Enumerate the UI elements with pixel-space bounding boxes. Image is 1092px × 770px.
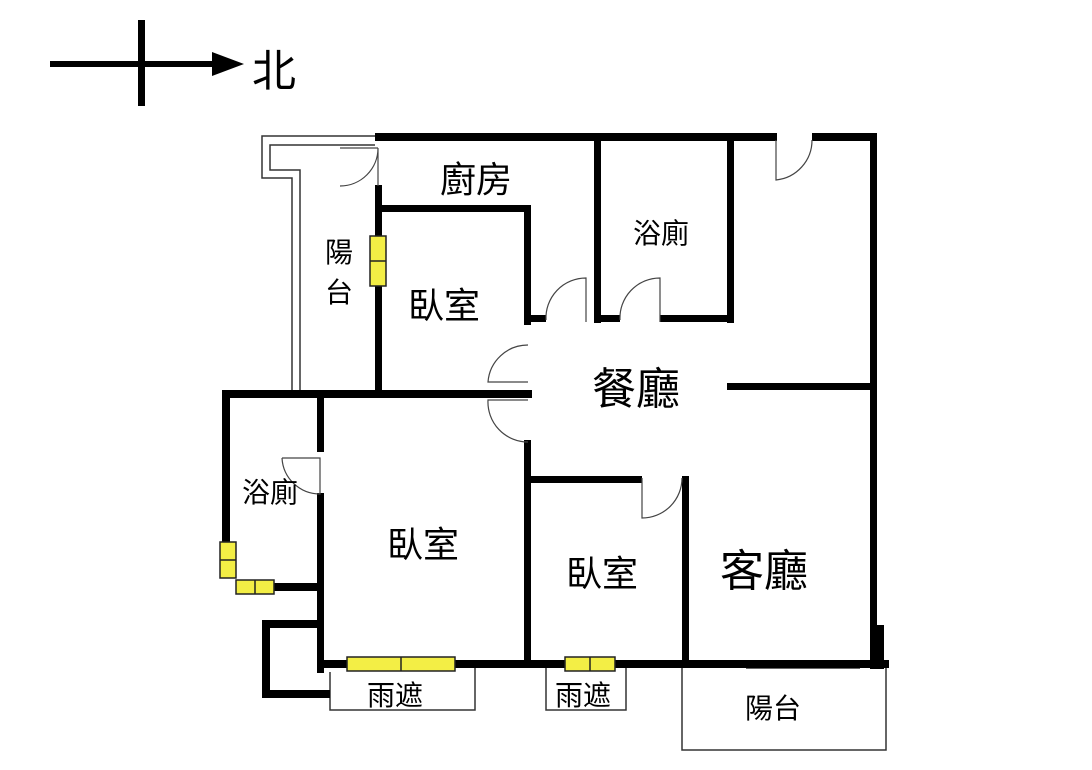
windows [219, 235, 616, 672]
door-bedroom-small [545, 277, 587, 322]
room-kitchen: 廚房 [440, 160, 512, 200]
room-bedroom-third: 臥室 [566, 554, 638, 594]
room-living: 客廳 [720, 547, 808, 596]
room-awning-1: 雨遮 [367, 680, 423, 712]
door-bath-north [619, 277, 661, 322]
room-balcony-west-1: 陽 [325, 238, 353, 269]
room-dining: 餐廳 [592, 365, 680, 414]
compass-label: 北 [252, 47, 296, 96]
door-bedroom-master [487, 399, 529, 443]
room-bedroom-small: 臥室 [408, 286, 480, 326]
door-bath-west [281, 457, 321, 495]
door-entrance [775, 139, 813, 181]
room-balcony-south: 陽台 [745, 693, 801, 725]
door-kitchen-balcony [339, 147, 379, 187]
north-arrow-icon [50, 20, 244, 106]
room-bath-west: 浴廁 [242, 477, 298, 509]
doors [281, 139, 813, 519]
room-awning-2: 雨遮 [555, 680, 611, 712]
door-dining-a [487, 344, 529, 383]
walls [222, 133, 889, 698]
door-bedroom-third [641, 477, 683, 519]
room-balcony-west-2: 台 [325, 277, 353, 309]
room-bath-north: 浴廁 [633, 218, 689, 250]
room-bedroom-master: 臥室 [387, 525, 459, 565]
